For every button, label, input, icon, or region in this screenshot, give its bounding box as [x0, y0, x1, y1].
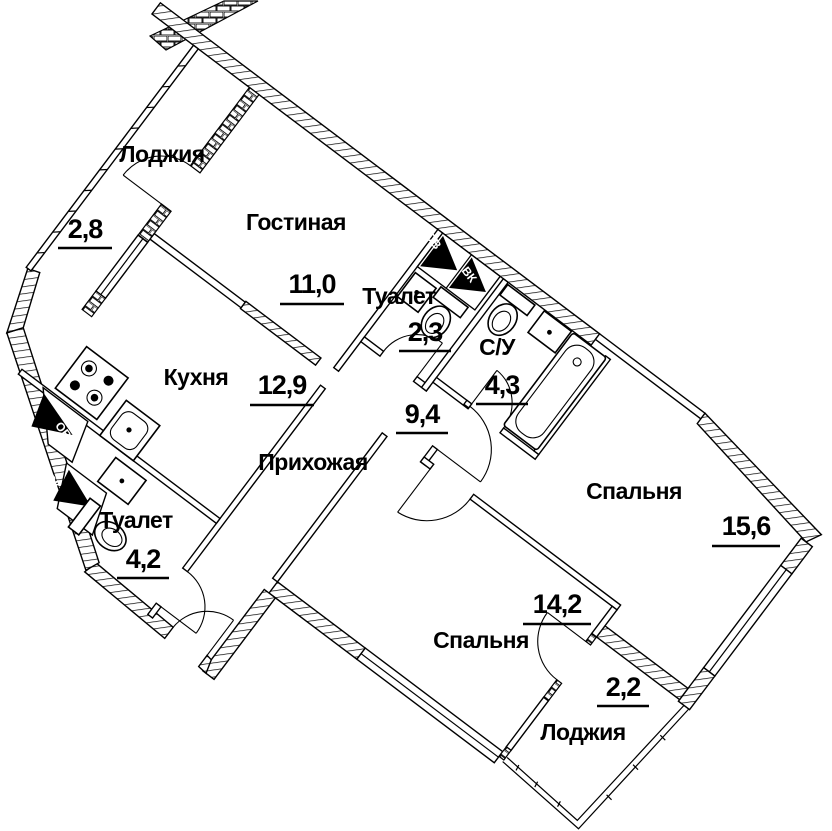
room-area-bedroom-bottom: 14,2 — [533, 589, 582, 619]
shaft-cells-left — [31, 386, 108, 537]
toilet-big-wc — [67, 497, 127, 552]
bathtub — [503, 332, 607, 451]
room-area-toilet-small: 2,3 — [408, 317, 444, 347]
balcony-door — [122, 155, 191, 205]
loggia-top-glazing — [25, 44, 200, 272]
bedroom-right-door — [437, 405, 492, 483]
neighbour-wall-stub — [148, 0, 259, 51]
entrance-door — [172, 610, 235, 656]
room-label-loggia-bottom: Лоджия — [540, 719, 625, 745]
room-area-loggia-top: 2,8 — [68, 214, 104, 244]
loggia-bottom-glazing — [502, 704, 690, 830]
room-label-bathroom: С/У — [479, 334, 516, 360]
room-label-toilet-small: Туалет — [362, 283, 436, 309]
room-area-toilet-big: 4,2 — [126, 544, 161, 574]
shaft-cells-right — [416, 232, 502, 311]
room-label-toilet-big: Туалет — [99, 507, 173, 533]
loggia-bottom-door — [537, 612, 587, 681]
room-label-loggia-top: Лоджия — [119, 141, 204, 167]
plan-geometry — [5, 1, 823, 830]
room-area-bedroom-right: 15,6 — [722, 511, 772, 541]
bedroom-bottom-door — [397, 468, 471, 522]
toilet-big-door — [160, 571, 206, 634]
toilet-small-wc — [420, 285, 470, 339]
stove — [54, 345, 130, 421]
fixtures — [54, 271, 607, 552]
doors — [160, 334, 513, 656]
room-area-bathroom: 4,3 — [485, 370, 521, 400]
toilet-small-door — [383, 334, 443, 377]
room-label-hallway: Прихожая — [258, 449, 367, 475]
bathroom-sink — [526, 309, 573, 355]
room-area-loggia-bottom: 2,2 — [606, 672, 641, 702]
room-area-hallway: 9,4 — [405, 399, 441, 429]
exterior-walls — [5, 1, 823, 764]
room-label-living: Гостиная — [246, 209, 346, 235]
labels: Лоджия 2,8 Гостиная 11,0 Туалет 2,3 Кухн… — [43, 141, 780, 745]
room-area-kitchen: 12,9 — [258, 370, 308, 400]
toilet-big-sink — [96, 456, 148, 506]
kitchen-sink — [98, 399, 161, 462]
toilet-small-sink — [396, 271, 438, 314]
loggia-bottom-wall — [498, 612, 598, 761]
room-label-bedroom-bottom: Спальня — [433, 627, 529, 653]
room-label-kitchen: Кухня — [164, 364, 229, 390]
loggia-top-wall — [81, 86, 260, 318]
room-label-bedroom-right: Спальня — [586, 478, 682, 504]
room-area-living: 11,0 — [288, 269, 335, 299]
bathroom-wc — [487, 283, 537, 337]
